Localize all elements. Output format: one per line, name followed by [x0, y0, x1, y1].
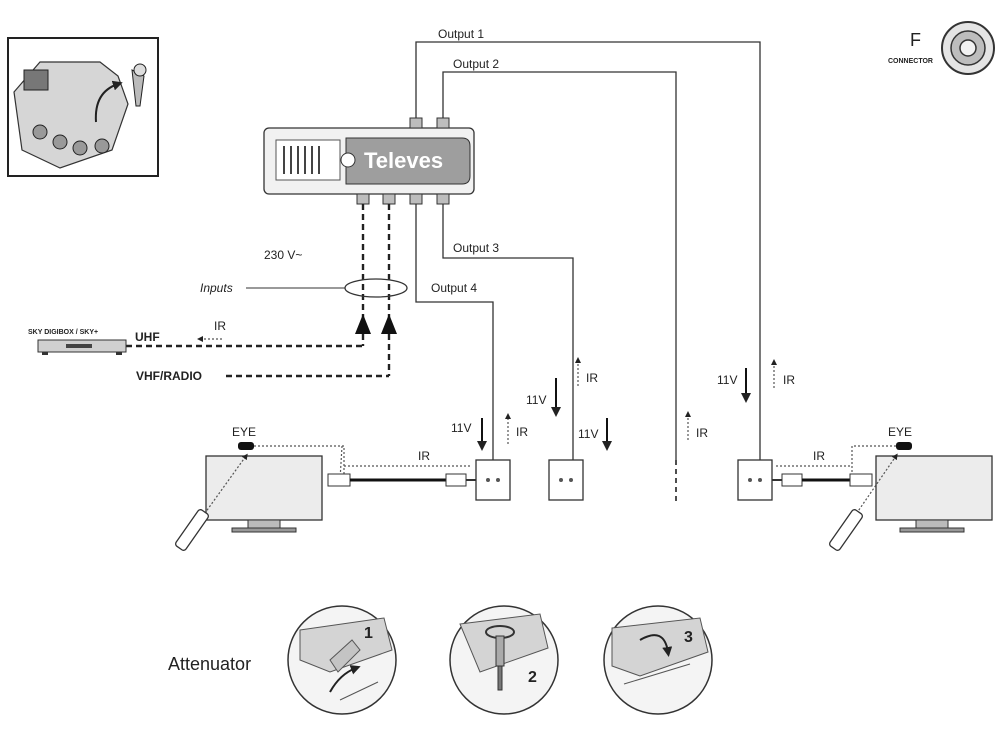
- output-3-label: Output 3: [453, 241, 499, 255]
- step-3-number: 3: [684, 629, 693, 646]
- eye-label-right: EYE: [888, 425, 912, 439]
- attenuator-step-1: 1: [287, 605, 397, 715]
- ir-label-output-3: IR: [586, 371, 598, 385]
- output-4-cable: [415, 204, 494, 460]
- input-arrow-uhf: [355, 314, 371, 334]
- amplifier: Televes: [263, 117, 475, 205]
- input-arrow-vhf: [381, 314, 397, 334]
- output-4-label: Output 4: [431, 281, 477, 295]
- voltage-label-output-3a: 11V: [526, 393, 546, 407]
- ir-label-right-cable: IR: [813, 449, 825, 463]
- ir-label-output-2: IR: [696, 426, 708, 440]
- coax-cable-left: [327, 473, 476, 487]
- sky-digibox: SKY DIGIBOX / SKY+: [28, 329, 127, 355]
- wall-outlet-output-1: [737, 459, 773, 501]
- input-cables: [126, 204, 408, 378]
- output-cables: [415, 41, 761, 502]
- tv-right: [875, 455, 993, 533]
- output-1-label: Output 1: [438, 27, 484, 41]
- inputs-label: Inputs: [200, 281, 233, 295]
- inputs-ring: [344, 278, 408, 298]
- f-connector-caption: CONNECTOR: [888, 58, 933, 65]
- output-3-cable: [442, 204, 574, 460]
- voltage-label-output-1: 11V: [717, 373, 737, 387]
- power-label: 230 V~: [264, 248, 302, 262]
- ir-eye-left: [238, 442, 254, 450]
- output-1-cable: [415, 41, 761, 460]
- tv-left: [205, 455, 323, 533]
- vhf-radio-label: VHF/RADIO: [136, 369, 202, 383]
- attenuator-step-2: 2: [449, 605, 559, 715]
- coax-cable-right: [772, 473, 873, 487]
- step-2-number: 2: [528, 669, 537, 686]
- attenuator-step-3: 3: [603, 605, 713, 715]
- wall-outlet-output-3: [548, 459, 584, 501]
- ir-label-digibox: IR: [214, 319, 226, 333]
- step-1-number: 1: [364, 625, 373, 642]
- f-connector-letter: F: [910, 30, 921, 50]
- uhf-label: UHF: [135, 330, 160, 344]
- amplifier-detail-inset: [7, 37, 159, 177]
- f-connector: F CONNECTOR: [888, 21, 995, 75]
- amplifier-brand-logo: Televes: [364, 148, 443, 173]
- ir-label-output-4: IR: [516, 425, 528, 439]
- output-2-cable: [442, 71, 677, 460]
- ir-label-output-1: IR: [783, 373, 795, 387]
- voltage-label-output-4: 11V: [451, 421, 471, 435]
- output-2-label: Output 2: [453, 57, 499, 71]
- attenuator-label: Attenuator: [168, 654, 251, 674]
- remote-signal-left: [199, 453, 248, 521]
- voltage-label-output-3b: 11V: [578, 427, 598, 441]
- remote-signal-right: [851, 453, 898, 521]
- sky-digibox-label: SKY DIGIBOX / SKY+: [28, 329, 98, 336]
- ir-eye-right: [896, 442, 912, 450]
- ir-label-left-cable: IR: [418, 449, 430, 463]
- eye-label-left: EYE: [232, 425, 256, 439]
- remote-control-right: [828, 509, 864, 551]
- remote-control-left: [174, 509, 210, 551]
- wall-outlet-output-4: [475, 459, 511, 501]
